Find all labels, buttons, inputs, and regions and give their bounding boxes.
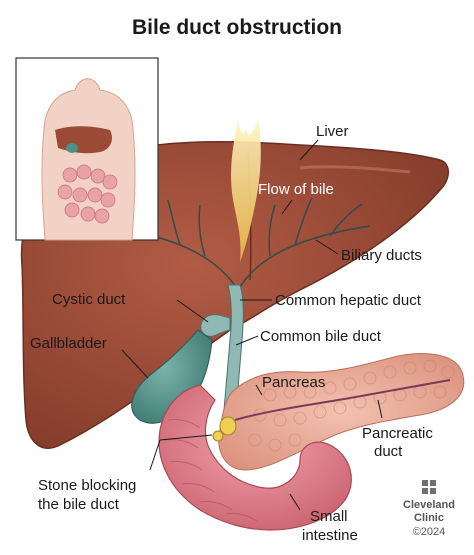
label-flow-of-bile: Flow of bile (258, 181, 334, 198)
bile-duct-stone (212, 416, 237, 442)
bile-flow (231, 118, 261, 262)
diagram-title: Bile duct obstruction (132, 16, 342, 39)
label-small-intestine-line1: Small (310, 508, 348, 525)
cleveland-clinic-cross-logo-icon (422, 480, 436, 494)
label-cystic-duct: Cystic duct (52, 291, 126, 308)
label-pancreatic-duct-line1: Pancreatic (362, 425, 433, 442)
brand-copyright: ©2024 (413, 526, 446, 538)
pancreas (218, 353, 465, 471)
cleveland-clinic-logo: Cleveland Clinic ©2024 (403, 480, 455, 538)
body-inset (15, 57, 159, 241)
brand-name-line2: Clinic (414, 512, 444, 524)
label-pancreas: Pancreas (262, 374, 325, 391)
brand-name-line1: Cleveland (403, 499, 455, 511)
label-stone-line2: the bile duct (38, 496, 120, 513)
small-intestine (158, 384, 352, 531)
leader-lines (121, 139, 383, 511)
label-gallbladder: Gallbladder (30, 335, 107, 352)
label-common-bile-duct: Common bile duct (260, 328, 382, 345)
label-stone-line1: Stone blocking (38, 477, 136, 494)
label-pancreatic-duct-line2: duct (374, 443, 403, 460)
label-small-intestine-line2: intestine (302, 527, 358, 544)
gallbladder (131, 329, 213, 424)
label-biliary-ducts: Biliary ducts (341, 247, 422, 264)
label-liver: Liver (316, 123, 349, 140)
label-common-hepatic-duct: Common hepatic duct (275, 292, 422, 309)
